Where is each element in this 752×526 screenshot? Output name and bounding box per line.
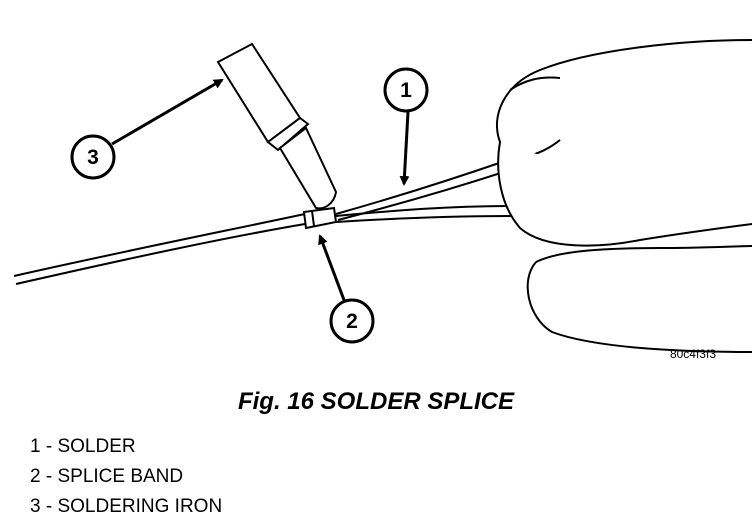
leader-arrow-1 xyxy=(399,111,410,186)
legend-item-label: SOLDERING IRON xyxy=(57,496,223,517)
legend-item: 1 - SOLDER xyxy=(30,432,222,462)
callout-3: 3 xyxy=(70,134,116,180)
leader-arrow-2 xyxy=(318,234,346,301)
wire-left xyxy=(13,213,306,285)
callout-2: 2 xyxy=(329,298,375,344)
legend-item-separator: - xyxy=(40,466,58,487)
callout-3-number: 3 xyxy=(87,146,99,169)
wire-right xyxy=(335,159,513,223)
fingers xyxy=(495,39,752,353)
legend-item-number: 2 xyxy=(30,466,41,487)
figure-caption: Fig. 16 SOLDER SPLICE xyxy=(237,388,515,415)
soldering-iron xyxy=(216,42,338,210)
callout-1: 1 xyxy=(383,67,429,113)
legend-item-separator: - xyxy=(40,436,58,457)
legend-item: 2 - SPLICE BAND xyxy=(30,462,222,492)
callout-2-number: 2 xyxy=(346,310,358,333)
callout-1-number: 1 xyxy=(400,79,412,102)
legend-item-label: SPLICE BAND xyxy=(57,466,184,487)
legend-item: 3 - SOLDERING IRON xyxy=(30,492,222,522)
figure-code: 80c4f3f3 xyxy=(670,347,716,361)
splice-band xyxy=(302,206,338,230)
legend-item-label: SOLDER xyxy=(57,436,136,457)
legend-item-separator: - xyxy=(40,496,58,517)
leader-arrow-3 xyxy=(111,78,224,146)
solder-splice-illustration: 1 2 3 80c4f3f3 xyxy=(13,39,752,361)
legend-item-number: 1 xyxy=(30,436,41,457)
legend: 1 - SOLDER 2 - SPLICE BAND 3 - SOLDERING… xyxy=(30,432,222,522)
legend-item-number: 3 xyxy=(30,496,41,517)
